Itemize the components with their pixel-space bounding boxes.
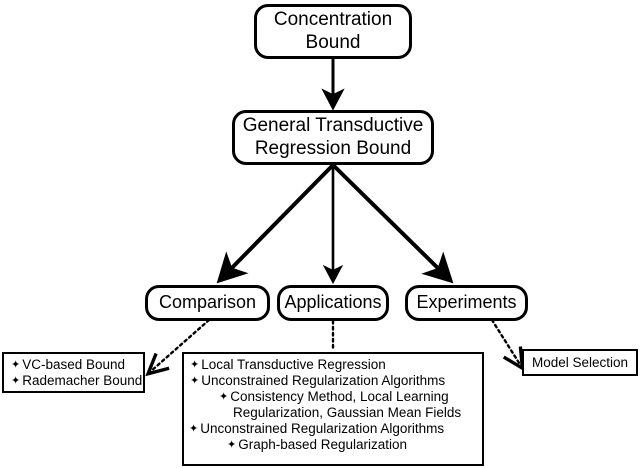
node-model-selection-label: Model Selection <box>531 354 629 370</box>
node-general-line2: Regression Bound <box>254 137 412 159</box>
bullet-icon: ✦ <box>190 359 200 371</box>
list-item: ✦Rademacher Bound <box>10 373 142 389</box>
node-experiments[interactable]: Experiments <box>405 285 528 321</box>
node-applications-detail-box[interactable]: ✦Local Transductive Regression ✦Unconstr… <box>182 352 484 466</box>
list-item-continuation: Regularization, Gaussian Mean Fields <box>189 405 477 421</box>
list-item-label: Unconstrained Regularization Algorithms <box>200 420 445 436</box>
bullet-icon: ✦ <box>189 422 199 435</box>
list-item-label: Graph-based Regularization <box>238 436 408 452</box>
node-comparison-detail-box[interactable]: ✦VC-based Bound ✦Rademacher Bound <box>2 352 145 393</box>
list-item: ✦Local Transductive Regression <box>189 357 477 373</box>
edge-general-to-experiments <box>331 163 454 284</box>
node-model-selection-box[interactable]: Model Selection <box>522 349 638 376</box>
node-concentration-bound[interactable]: Concentration Bound <box>254 4 412 59</box>
node-concentration-line2: Bound <box>305 31 361 53</box>
node-concentration-line1: Concentration <box>273 9 393 31</box>
list-item-label: Consistency Method, Local Learning <box>230 388 449 404</box>
node-experiments-label: Experiments <box>416 292 517 313</box>
list-item: ✦VC-based Bound <box>10 357 125 373</box>
list-item-label: Unconstrained Regularization Algorithms <box>201 372 446 388</box>
bullet-icon: ✦ <box>219 390 229 403</box>
list-item: ✦Unconstrained Regularization Algorithms <box>189 373 477 389</box>
list-item: ✦Unconstrained Regularization Algorithms <box>189 421 477 437</box>
node-general-line1: General Transductive <box>242 115 424 137</box>
bullet-icon: ✦ <box>227 438 237 451</box>
list-item: ✦Graph-based Regularization <box>189 437 477 453</box>
node-applications-label: Applications <box>284 292 382 313</box>
bullet-icon: ✦ <box>190 374 200 387</box>
bullet-icon: ✦ <box>11 374 21 387</box>
edge-experiments-to-detail <box>490 318 525 372</box>
node-general-transductive-regression-bound[interactable]: General Transductive Regression Bound <box>232 110 434 165</box>
bullet-icon: ✦ <box>11 358 21 371</box>
list-item-label: Local Transductive Regression <box>201 357 386 372</box>
list-item-label: Rademacher Bound <box>22 372 143 388</box>
node-comparison[interactable]: Comparison <box>145 285 270 321</box>
list-item-label: VC-based Bound <box>22 356 126 372</box>
list-item: ✦Consistency Method, Local Learning <box>189 389 477 405</box>
list-item-label: Regularization, Gaussian Mean Fields <box>233 404 462 420</box>
node-comparison-label: Comparison <box>158 292 257 313</box>
node-applications[interactable]: Applications <box>277 285 389 321</box>
edge-general-to-comparison <box>216 163 335 284</box>
